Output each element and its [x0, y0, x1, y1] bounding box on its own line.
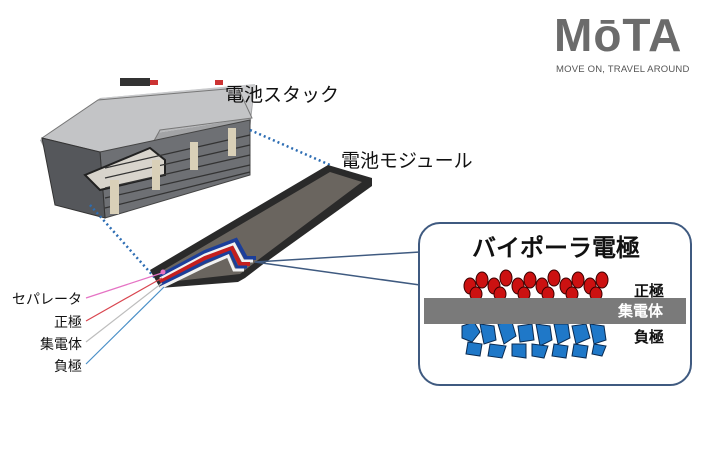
current-collector-bar: [424, 298, 686, 324]
battery-module-image: [150, 165, 372, 290]
legend-collector: 集電体: [40, 337, 82, 353]
stack-to-module-line-bottom: [89, 204, 156, 279]
callout-negative-label: 負極: [634, 328, 665, 346]
legend-positive: 正極: [54, 315, 82, 331]
logo-tagline: MOVE ON, TRAVEL AROUND: [556, 64, 690, 75]
stack-to-module-line-top: [249, 128, 331, 167]
battery-stack-image: [40, 78, 255, 219]
legend-separator: セパレータ: [12, 292, 82, 308]
battery-module-label: 電池モジュール: [341, 150, 473, 172]
electrode-particles: [461, 269, 609, 359]
mota-logo: MōTA: [554, 9, 683, 61]
legend-negative: 負極: [54, 359, 82, 375]
callout-collector-label: 集電体: [618, 302, 664, 320]
callout-title: バイポーラ電極: [472, 234, 640, 262]
battery-stack-label: 電池スタック: [225, 84, 340, 106]
callout-positive-label: 正極: [634, 282, 665, 300]
